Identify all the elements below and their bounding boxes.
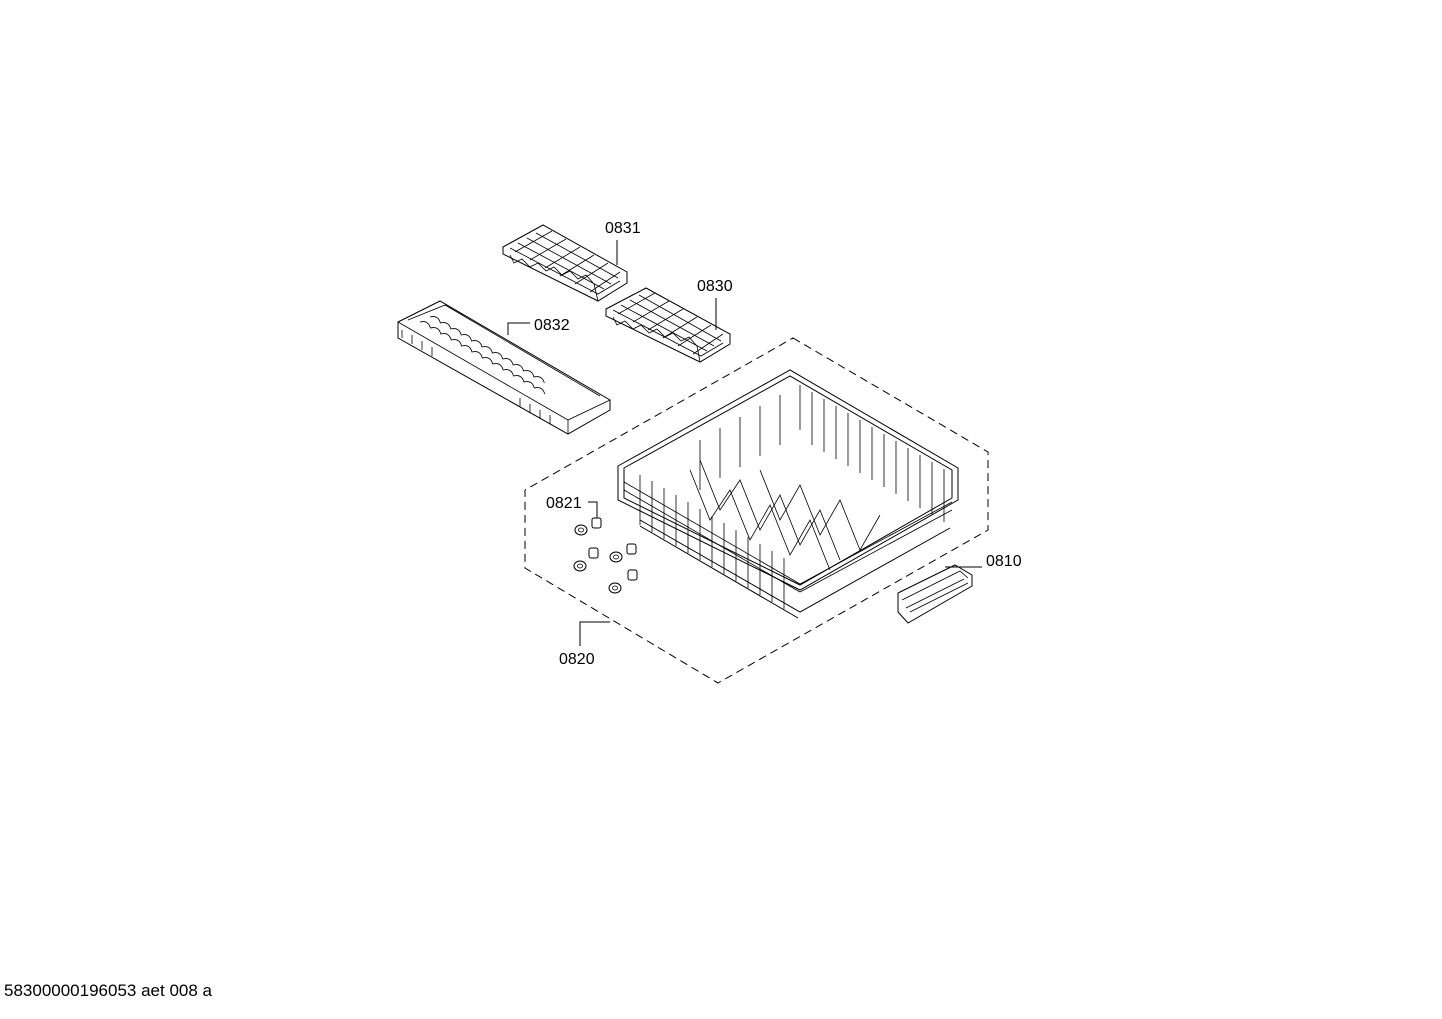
basket-rack-0820[interactable] xyxy=(617,369,959,619)
callout-0830: 0830 xyxy=(697,278,733,295)
cutlery-tray-0832[interactable] xyxy=(397,300,611,435)
assembly-boundary xyxy=(524,337,989,684)
rack-insert-0831[interactable] xyxy=(502,224,628,302)
callout-0820: 0820 xyxy=(559,651,595,668)
leader-lines xyxy=(507,240,982,646)
roller-set-0821[interactable] xyxy=(573,517,638,594)
rack-handle-0810[interactable] xyxy=(897,564,973,624)
callout-0832: 0832 xyxy=(534,317,570,334)
rack-insert-0830[interactable] xyxy=(605,287,731,363)
document-id: 58300000196053 aet 008 a xyxy=(4,981,212,1000)
callout-0821: 0821 xyxy=(546,495,582,512)
callout-0831: 0831 xyxy=(605,220,641,237)
callout-0810: 0810 xyxy=(986,553,1022,570)
